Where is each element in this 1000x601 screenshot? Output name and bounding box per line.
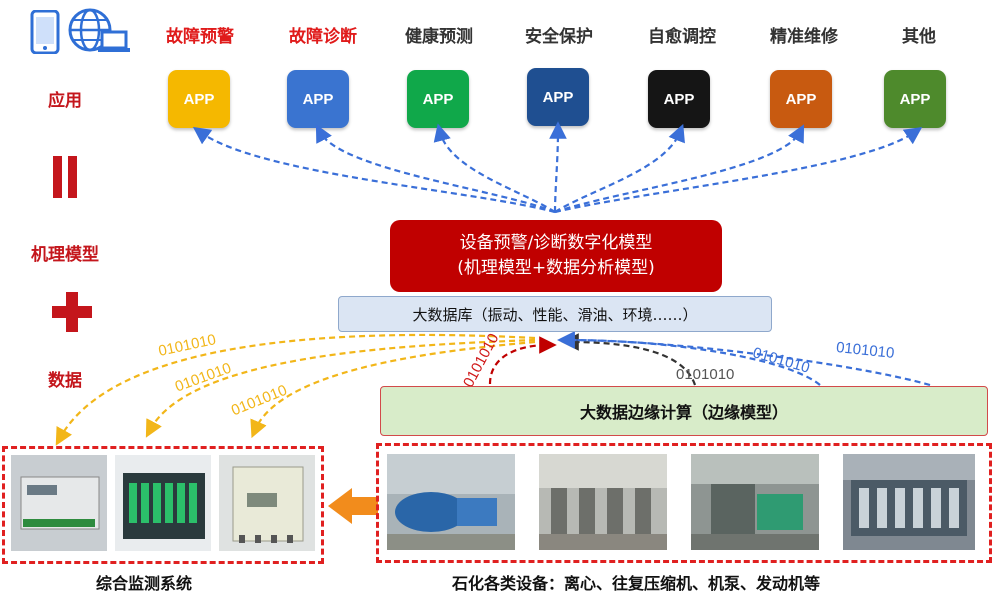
digital-model-box: 设备预警/诊断数字化模型 (机理模型+数据分析模型) [390, 220, 722, 292]
digital-model-title: 设备预警/诊断数字化模型 [459, 233, 653, 253]
mechanism-model-label: 机理模型 [31, 245, 99, 265]
equipment-photo-1 [387, 454, 515, 550]
app-tile-self-healing-control[interactable]: APP [648, 70, 710, 128]
smartphone-icon [30, 9, 60, 55]
category-other: 其他 [902, 27, 936, 47]
category-health-prediction: 健康预测 [405, 27, 473, 47]
equipment-caption: 石化各类设备：离心、往复压缩机、机泵、发动机等 [452, 574, 821, 593]
category-fault-warning: 故障预警 [166, 27, 234, 47]
equipment-photo-3 [691, 454, 819, 550]
binary-label-dark: 0101010 [676, 366, 735, 383]
equals-icon [52, 154, 78, 200]
yellow-data-arrows [55, 333, 536, 446]
data-label: 数据 [48, 371, 82, 391]
equipment-photo-4 [843, 454, 975, 550]
blue-data-arrows [557, 331, 931, 387]
app-tile-fault-diagnosis[interactable]: APP [287, 70, 349, 128]
monitor-device-photo-1 [11, 455, 107, 551]
big-database-box: 大数据库（振动、性能、滑油、环境……） [338, 296, 772, 332]
app-tile-other[interactable]: APP [884, 70, 946, 128]
category-safety-protection: 安全保护 [525, 27, 593, 47]
monitor-device-photo-3 [219, 455, 315, 551]
digital-model-subtitle: (机理模型+数据分析模型) [457, 258, 655, 278]
app-tile-health-prediction[interactable]: APP [407, 70, 469, 128]
edge-computing-box: 大数据边缘计算（边缘模型） [380, 386, 988, 436]
monitoring-system-caption: 综合监测系统 [96, 574, 193, 593]
app-tile-safety-protection[interactable]: APP [527, 68, 589, 126]
category-precise-maintenance: 精准维修 [770, 27, 838, 47]
monitoring-system-frame [2, 446, 324, 564]
plus-icon [50, 290, 94, 334]
monitor-device-photo-2 [115, 455, 211, 551]
category-self-healing-control: 自愈调控 [648, 27, 716, 47]
globe-laptop-icon [66, 8, 132, 56]
app-tile-fault-warning[interactable]: APP [168, 70, 230, 128]
app-fan-arrows [192, 121, 923, 214]
application-label: 应用 [48, 91, 82, 111]
orange-flow-arrow [328, 488, 378, 524]
equipment-photo-2 [539, 454, 667, 550]
equipment-frame [376, 443, 992, 563]
app-tile-precise-maintenance[interactable]: APP [770, 70, 832, 128]
category-fault-diagnosis: 故障诊断 [289, 27, 357, 47]
